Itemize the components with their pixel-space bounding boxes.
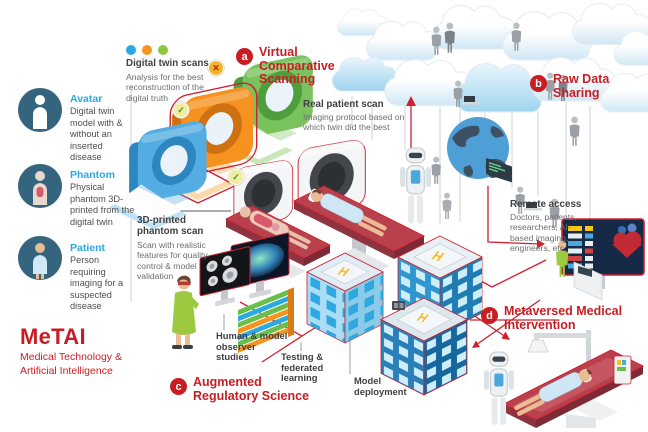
vr-observer-person (172, 275, 199, 349)
real-patient-title: Real patient scan (303, 99, 384, 110)
best-twin-check-icon: ✓ (173, 102, 189, 118)
avatar-icon (18, 88, 62, 137)
collaborators (431, 22, 580, 228)
patient-scanner (292, 138, 426, 274)
federated-label: Testing & federated learning (281, 351, 324, 384)
entity-desc-avatar: Digital twin model with & without an ins… (70, 106, 123, 162)
step-b-label: Raw Data Sharing (553, 72, 610, 100)
phantom-body (239, 206, 311, 250)
entity-desc-patient: Person requiring imaging for a suspected… (70, 255, 124, 311)
dot-orange-icon (142, 45, 152, 55)
patient-icon (18, 236, 62, 285)
remote-title: Remote access (510, 199, 582, 210)
person-icon (431, 156, 441, 184)
printed-phantom-desc: Scan with realistic features for quality… (137, 240, 208, 282)
digital-twin-desc: Analysis for the best reconstruction of … (126, 72, 204, 103)
phantom-check-icon: ✓ (228, 169, 244, 185)
entity-label-phantom: Phantom (70, 169, 115, 181)
surgery-patient-body (514, 368, 593, 416)
step-c-badge: c (170, 378, 187, 395)
entity-label-avatar: Avatar (70, 93, 103, 105)
step-c-label: Augmented Regulatory Science (193, 375, 310, 403)
ct-slices-monitor (199, 246, 251, 307)
remote-desc: Doctors, patients, researchers, AI-based… (510, 212, 577, 254)
brand-subtitle: Medical Technology & Artificial Intellig… (20, 351, 122, 377)
dot-blue-icon (126, 45, 136, 55)
assistant-robot-icon (399, 147, 432, 225)
patient-body (308, 188, 387, 237)
step-a-badge: a (236, 48, 253, 65)
entity-desc-phantom: Physical phantom 3D-printed from the dig… (70, 182, 135, 227)
rejected-scan-icon: ✕ (208, 60, 224, 76)
digital-twin-title: Digital twin scans (126, 58, 209, 69)
real-patient-desc: Imaging protocol based on which twin did… (303, 112, 405, 133)
cloud-icon (432, 4, 516, 50)
step-a-label: Virtual Comparative Scanning (259, 45, 335, 86)
intervention-suite (502, 330, 645, 428)
step-d-badge: d (481, 307, 498, 324)
federated-stack (238, 287, 294, 353)
step-d-label: Metaversed Medical Intervention (504, 304, 623, 332)
connector-arrowheads (406, 96, 545, 348)
brand-title: MeTAI (20, 324, 86, 349)
deployment-label: Model deployment (354, 375, 407, 397)
legend-dots (126, 42, 174, 60)
phantom-icon (18, 164, 62, 213)
code-laptop-icon (486, 158, 512, 183)
person-icon (442, 192, 452, 219)
heart-icon (612, 223, 642, 258)
step-b-badge: b (530, 75, 547, 92)
imaging-head-icon (527, 339, 549, 353)
vr-headset-icon (178, 281, 191, 286)
console-desk (573, 261, 603, 301)
observer-label: Human & model observer studies (216, 330, 288, 363)
hospital-building-deep (379, 297, 469, 396)
person-icon (569, 116, 580, 146)
printed-phantom-title: 3D-printed phantom scan (137, 215, 204, 237)
dot-green-icon (158, 45, 168, 55)
hospital-building-light (305, 252, 385, 344)
entity-label-patient: Patient (70, 242, 106, 254)
